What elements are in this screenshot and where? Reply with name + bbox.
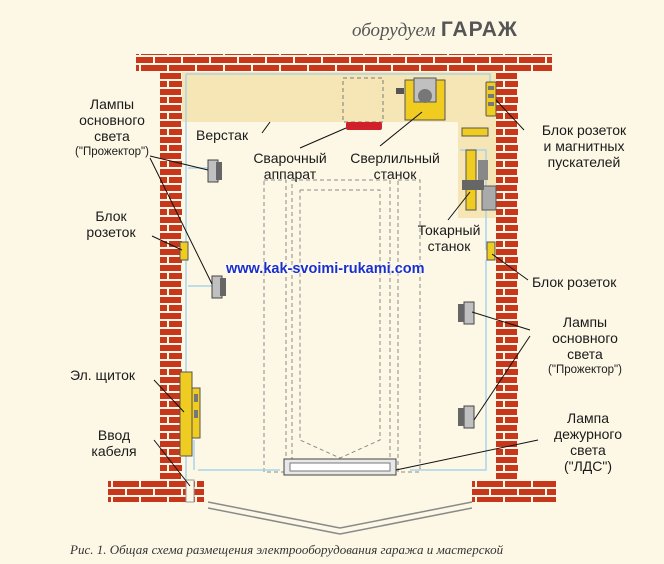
label-cable: Ввод кабеля	[82, 427, 146, 459]
label-lathe: Токарный станок	[412, 222, 486, 254]
label-line: станок	[427, 238, 471, 254]
label-line: розеток	[86, 224, 136, 240]
socket-block-right-icon	[486, 241, 496, 261]
wall-right	[496, 54, 518, 480]
label-line: ("Прожектор")	[548, 364, 622, 376]
label-workbench: Верстак	[196, 127, 249, 143]
wall-bottom-left	[108, 480, 204, 502]
walls	[108, 54, 556, 502]
label-line: аппарат	[263, 166, 317, 182]
website-url[interactable]: www.kak-svoimi-rukami.com	[226, 261, 425, 277]
label-line: света	[94, 128, 130, 144]
label-line: дежурного	[553, 426, 623, 442]
label-lamps-right: Лампы основного света ("Прожектор")	[530, 314, 640, 378]
label-lamps-left: Лампы основного света ("Прожектор")	[62, 96, 162, 160]
label-line: света	[567, 346, 603, 362]
label-sockets-left: Блок розеток	[76, 208, 146, 240]
fluorescent-lamp-icon	[283, 458, 397, 476]
label-line: ("ЛДС")	[563, 458, 613, 474]
socket-block-left-icon	[179, 241, 189, 261]
label-line: ("Прожектор")	[75, 146, 149, 158]
label-line: основного	[79, 112, 145, 128]
wall-top	[136, 54, 552, 72]
header-prefix: оборудуем	[352, 20, 436, 41]
label-sockets-magnetic: Блок розеток и магнитных пускателей	[528, 122, 640, 170]
cable-entry-icon	[185, 479, 195, 503]
drill-press-icon	[396, 77, 446, 121]
label-line: станок	[373, 166, 417, 182]
leader-lines	[149, 99, 539, 487]
wall-bottom-right	[472, 480, 556, 502]
label-line: Ввод	[97, 427, 131, 443]
label-sockets-right: Блок розеток	[532, 274, 617, 290]
floodlight-icon	[458, 301, 475, 325]
wall-left	[160, 54, 182, 480]
workbench-area	[182, 72, 496, 122]
magnetic-starter-block-icon	[485, 81, 497, 117]
floodlight-icon	[211, 275, 226, 299]
label-line: света	[570, 442, 606, 458]
figure-caption: Рис. 1. Общая схема размещения электрооб…	[70, 542, 504, 557]
electrical-panel-icon	[179, 371, 201, 457]
header-title-text: ГАРАЖ	[440, 18, 518, 41]
label-line: и магнитных	[543, 138, 625, 154]
car-outline	[263, 179, 421, 473]
label-line: кабеля	[91, 443, 137, 459]
label-line: пускателей	[547, 154, 621, 170]
label-line: Блок	[95, 208, 127, 224]
label-line: Лампы	[562, 314, 608, 330]
label-welder: Сварочный аппарат	[244, 150, 336, 182]
welder-icon	[346, 122, 382, 130]
label-line: Токарный	[417, 222, 481, 238]
floodlight-icon	[458, 405, 475, 429]
label-line: основного	[552, 330, 618, 346]
lathe-icon	[461, 127, 497, 211]
label-standby-lamp: Лампа дежурного света ("ЛДС")	[540, 410, 636, 474]
label-panel: Эл. щиток	[70, 367, 136, 383]
floodlight-icon	[207, 159, 222, 183]
label-drill: Сверлильный станок	[340, 150, 450, 182]
header-title: оборудуем ГАРАЖ	[352, 18, 518, 42]
label-line: Сверлильный	[350, 150, 440, 166]
label-line: Блок розеток	[541, 122, 627, 138]
garage-door	[207, 501, 473, 535]
label-line: Сварочный	[253, 150, 327, 166]
label-line: Лампы	[89, 96, 135, 112]
label-line: Лампа	[567, 410, 609, 426]
